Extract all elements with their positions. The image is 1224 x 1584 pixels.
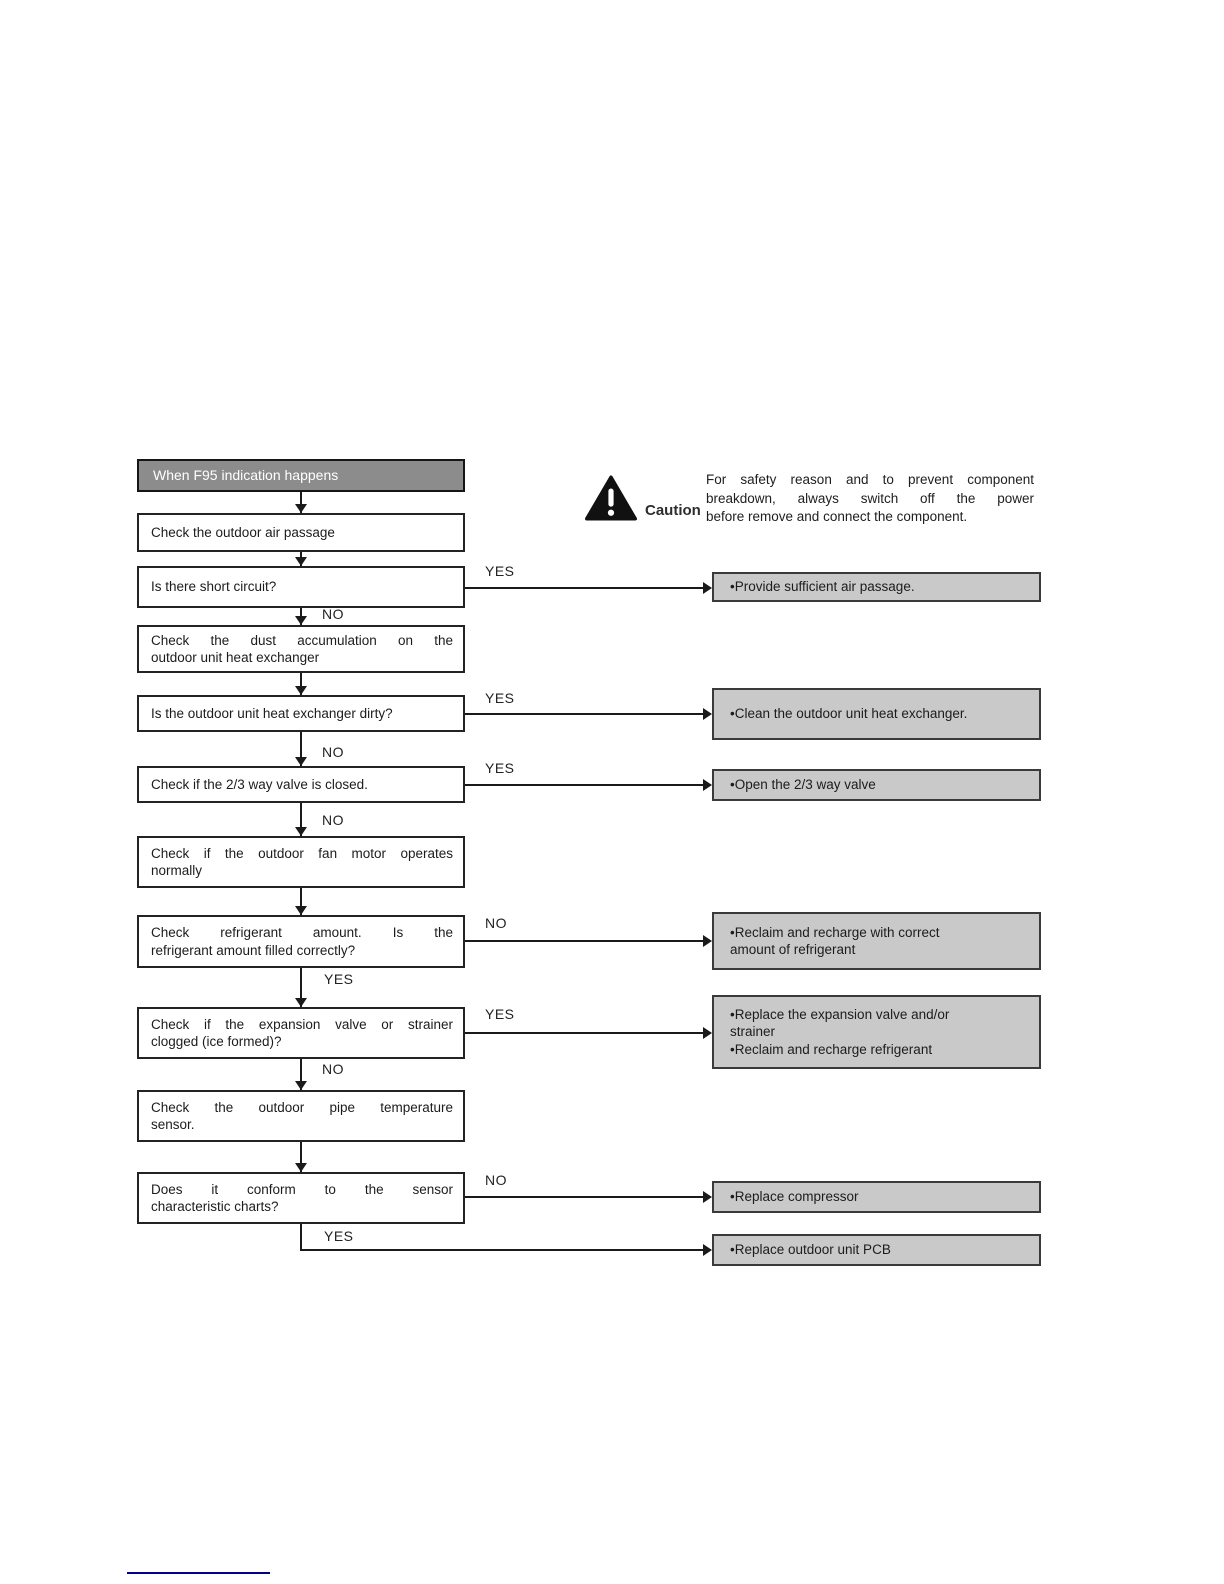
step-text: Check refrigerant amount. Is the (151, 925, 453, 940)
step-text: Check the outdoor pipe temperature (151, 1099, 453, 1115)
branch-label-no: NO (322, 812, 344, 828)
action-replace-outdoor-pcb: •Replace outdoor unit PCB (712, 1234, 1041, 1266)
step-check-refrigerant-amount: Check refrigerant amount. Is the refrige… (137, 915, 465, 968)
branch-label-yes: YES (485, 1006, 515, 1022)
connector-yes (465, 582, 712, 594)
step-check-expansion-valve-strainer: Check if the expansion valve or strainer… (137, 1007, 465, 1059)
step-text: Check the outdoor air passage (151, 524, 335, 540)
action-text: •Open the 2/3 way valve (730, 777, 876, 793)
action-text: •Provide sufficient air passage. (730, 579, 915, 595)
action-reclaim-recharge-refrigerant: •Reclaim and recharge with correct amoun… (712, 912, 1041, 970)
arrow-down (295, 552, 307, 566)
branch-label-yes: YES (485, 760, 515, 776)
caution-text-line: For safety reason and to prevent compone… (706, 472, 1034, 487)
arrow-down (295, 968, 307, 1007)
step-text: refrigerant amount filled correctly? (151, 942, 356, 958)
arrow-down (295, 732, 307, 766)
step-text: Is the outdoor unit heat exchanger dirty… (151, 705, 393, 721)
footer-link-underline (127, 1572, 270, 1574)
caution-text: For safety reason and to prevent compone… (706, 471, 1034, 527)
arrow-down (295, 492, 307, 513)
action-text: •Replace the expansion valve and/or (730, 1006, 950, 1022)
connector-yes (465, 708, 712, 720)
arrow-down (295, 1059, 307, 1090)
step-text: characteristic charts? (151, 1199, 279, 1214)
arrow-down (295, 1142, 307, 1172)
step-is-heat-exchanger-dirty: Is the outdoor unit heat exchanger dirty… (137, 695, 465, 732)
arrow-down (295, 888, 307, 915)
caution-text-line: before remove and connect the component. (706, 509, 968, 524)
branch-label-no: NO (485, 1172, 507, 1188)
arrow-down (295, 803, 307, 836)
connector-no (465, 1191, 712, 1203)
action-replace-compressor: •Replace compressor (712, 1181, 1041, 1213)
connector-no (465, 935, 712, 947)
step-text: sensor. (151, 1117, 195, 1132)
start-node-f95-indication: When F95 indication happens (137, 459, 465, 492)
step-check-outdoor-pipe-sensor: Check the outdoor pipe temperature senso… (137, 1090, 465, 1142)
step-text: Is there short circuit? (151, 579, 277, 595)
step-text: outdoor unit heat exchanger (151, 650, 320, 665)
branch-label-yes: YES (324, 971, 354, 987)
action-text: •Replace outdoor unit PCB (730, 1242, 891, 1258)
branch-label-yes: YES (324, 1228, 354, 1244)
step-text: Check the dust accumulation on the (151, 632, 453, 648)
step-check-dust-accumulation: Check the dust accumulation on the outdo… (137, 625, 465, 673)
arrow-down (295, 608, 307, 625)
action-clean-heat-exchanger: •Clean the outdoor unit heat exchanger. (712, 688, 1041, 740)
branch-label-no: NO (485, 915, 507, 931)
connector-yes (301, 1244, 712, 1256)
warning-triangle-icon (585, 475, 637, 526)
action-replace-expansion-valve: •Replace the expansion valve and/or stra… (712, 995, 1041, 1069)
step-text: Check if the outdoor fan motor operates (151, 845, 453, 861)
step-text: Check if the expansion valve or strainer (151, 1016, 453, 1032)
action-text: strainer (730, 1024, 776, 1040)
branch-label-yes: YES (485, 563, 515, 579)
connector-yes (465, 1027, 712, 1039)
action-text: •Clean the outdoor unit heat exchanger. (730, 706, 968, 722)
step-text: Check if the 2/3 way valve is closed. (151, 776, 368, 792)
action-text: amount of refrigerant (730, 942, 856, 957)
step-check-outdoor-air-passage: Check the outdoor air passage (137, 513, 465, 552)
start-node-label: When F95 indication happens (153, 466, 339, 483)
action-provide-air-passage: •Provide sufficient air passage. (712, 572, 1041, 602)
step-text: Does it conform to the sensor (151, 1181, 453, 1197)
branch-label-no: NO (322, 744, 344, 760)
step-text: normally (151, 863, 203, 878)
caution-label: Caution (645, 502, 701, 519)
step-is-there-short-circuit: Is there short circuit? (137, 566, 465, 608)
branch-label-no: NO (322, 606, 344, 622)
caution-text-line: breakdown, always switch off the power (706, 490, 1034, 506)
step-text: clogged (ice formed)? (151, 1034, 282, 1049)
action-text: •Reclaim and recharge with correct (730, 924, 940, 940)
branch-label-no: NO (322, 1061, 344, 1077)
arrow-down (295, 673, 307, 695)
step-check-outdoor-fan-motor: Check if the outdoor fan motor operates … (137, 836, 465, 888)
step-check-2-3-way-valve-closed: Check if the 2/3 way valve is closed. (137, 766, 465, 803)
action-text: •Replace compressor (730, 1189, 859, 1205)
connector-yes-elbow (300, 1224, 302, 1251)
action-open-2-3-way-valve: •Open the 2/3 way valve (712, 769, 1041, 801)
branch-label-yes: YES (485, 690, 515, 706)
action-text: •Reclaim and recharge refrigerant (730, 1041, 933, 1057)
step-conform-sensor-charts: Does it conform to the sensor characteri… (137, 1172, 465, 1224)
connector-yes (465, 779, 712, 791)
